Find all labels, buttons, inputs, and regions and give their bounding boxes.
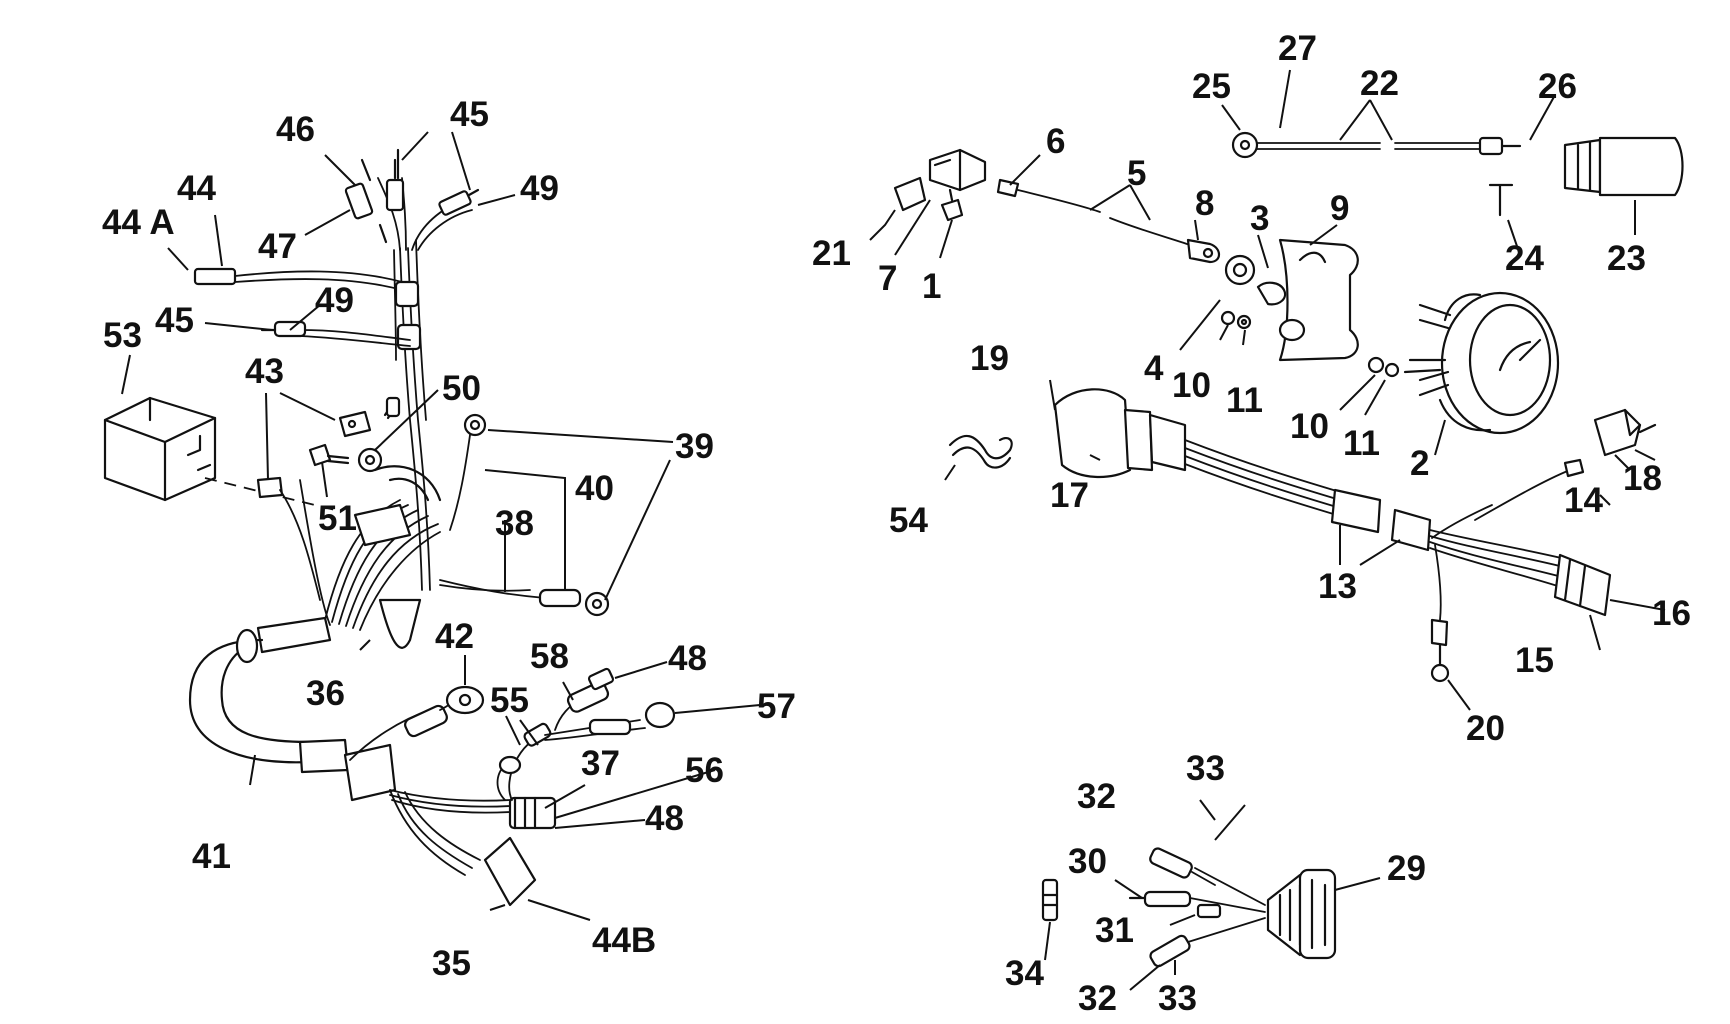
callout-49-top: 49 — [520, 169, 559, 208]
callout-49-left: 49 — [315, 281, 354, 320]
callout-35: 35 — [432, 944, 471, 983]
wire-44 — [193, 267, 403, 291]
callout-7: 7 — [878, 259, 897, 298]
callout-15: 15 — [1515, 641, 1554, 680]
callout-45-top: 45 — [450, 95, 489, 134]
callout-10-left: 10 — [1172, 366, 1211, 405]
terminals-30-31-32-33 — [1041, 847, 1266, 968]
callout-31: 31 — [1095, 911, 1134, 950]
wire-5-6-8 — [996, 178, 1221, 264]
callout-11-right: 11 — [1343, 424, 1380, 463]
callout-33-top: 33 — [1186, 749, 1225, 788]
callout-44A: 44 A — [102, 203, 175, 242]
callout-53: 53 — [103, 316, 142, 355]
callout-56: 56 — [685, 751, 724, 790]
callout-42: 42 — [435, 617, 474, 656]
wire-42 — [349, 685, 485, 761]
callout-46: 46 — [276, 110, 315, 149]
callout-8: 8 — [1195, 184, 1214, 223]
callout-57: 57 — [757, 687, 796, 726]
wires-35-37 — [389, 789, 557, 907]
relay-53 — [103, 396, 217, 502]
callout-22: 22 — [1360, 64, 1399, 103]
callout-14: 14 — [1564, 481, 1603, 520]
callout-25: 25 — [1192, 67, 1231, 106]
callout-30: 30 — [1068, 842, 1107, 881]
callout-41: 41 — [192, 837, 231, 876]
callout-47: 47 — [258, 227, 297, 266]
callout-13: 13 — [1318, 567, 1357, 606]
callout-2: 2 — [1410, 444, 1429, 483]
callout-11-left: 11 — [1226, 381, 1263, 420]
leader-lines — [121, 69, 1666, 991]
callout-55: 55 — [490, 681, 529, 720]
lamp-socket-3-4 — [1220, 238, 1359, 362]
callout-19: 19 — [970, 339, 1009, 378]
callout-43: 43 — [245, 352, 284, 391]
callout-33-bottom: 33 — [1158, 979, 1197, 1018]
switch-7-21 — [893, 148, 987, 222]
callout-39: 39 — [675, 427, 714, 466]
callout-37: 37 — [581, 744, 620, 783]
callout-16: 16 — [1652, 594, 1691, 633]
callout-26: 26 — [1538, 67, 1577, 106]
callout-34: 34 — [1005, 954, 1044, 993]
callout-6: 6 — [1046, 122, 1065, 161]
callout-54: 54 — [889, 501, 928, 540]
callout-44B: 44B — [592, 921, 656, 960]
gauge-2 — [1367, 291, 1560, 435]
callout-48-bottom: 48 — [645, 799, 684, 838]
callout-17: 17 — [1050, 476, 1089, 515]
top-leads-45-46-47-49 — [344, 148, 480, 244]
callout-4: 4 — [1144, 349, 1164, 388]
callout-5: 5 — [1127, 154, 1146, 193]
callout-32-top: 32 — [1077, 777, 1116, 816]
hardware-43-50-51 — [256, 396, 610, 617]
harness-13-17-19 — [1053, 388, 1612, 683]
callout-58: 58 — [530, 637, 569, 676]
connector-29 — [1266, 868, 1337, 960]
wires-55-57-58 — [496, 667, 676, 801]
conduit-41 — [188, 628, 397, 802]
callout-24: 24 — [1505, 239, 1544, 278]
callout-44: 44 — [177, 169, 216, 208]
lead-45-49-left — [260, 320, 411, 347]
callout-1: 1 — [922, 267, 941, 306]
callout-51: 51 — [318, 499, 357, 538]
callout-labels: 44 A 44 47 46 45 49 45 49 53 43 50 39 40… — [102, 29, 1691, 1018]
wire-14-18 — [1474, 408, 1657, 521]
callout-38: 38 — [495, 504, 534, 543]
callout-36: 36 — [306, 674, 345, 713]
callout-23: 23 — [1607, 239, 1646, 278]
callout-27: 27 — [1278, 29, 1317, 68]
callout-29: 29 — [1387, 849, 1426, 888]
callout-21: 21 — [812, 234, 851, 273]
callout-50: 50 — [442, 369, 481, 408]
callout-10-right: 10 — [1290, 407, 1329, 446]
callout-20: 20 — [1466, 709, 1505, 748]
callout-48-top: 48 — [668, 639, 707, 678]
callout-3: 3 — [1250, 199, 1269, 238]
callout-32-bottom: 32 — [1078, 979, 1117, 1018]
clip-54 — [948, 434, 1013, 469]
callout-9: 9 — [1330, 189, 1349, 228]
callout-18: 18 — [1623, 459, 1662, 498]
callout-40: 40 — [575, 469, 614, 508]
callout-45-left: 45 — [155, 301, 194, 340]
sender-22-23-26-27 — [1231, 131, 1684, 217]
